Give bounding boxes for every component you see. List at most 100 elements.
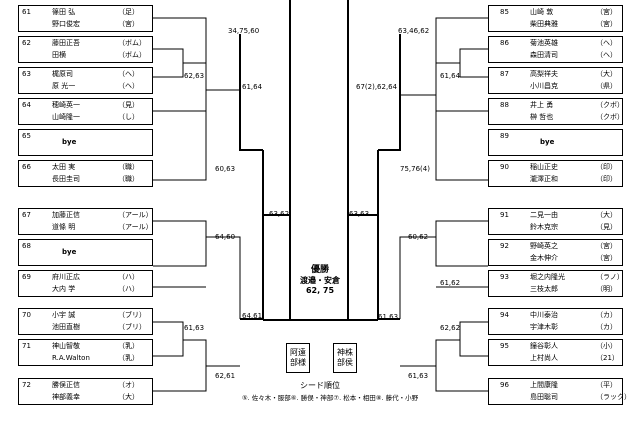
winner-score: 62, 75 [305,286,335,295]
player-affiliation: （ヘ） [596,51,617,59]
player-name: 野崎英之 [530,242,558,250]
score: 63,62 [269,210,290,218]
player-name: 加藤正信 [52,211,80,219]
player-name: 三枝太郎 [530,285,558,293]
entry-box [18,129,153,156]
finalist-box: 阿遠部様 [286,343,310,373]
player-name: 宇津木彰 [530,323,558,331]
entry-box [488,160,623,187]
entry-box [488,208,623,235]
entry-box [18,5,153,32]
player-name: 梶原司 [52,70,73,78]
entry-box [488,308,623,335]
player-affiliation: （クボ） [596,113,624,121]
player-affiliation: （アール） [118,223,153,231]
seed-number: 88 [500,101,509,109]
seed-number: 85 [500,8,509,16]
seed-number: 64 [22,101,31,109]
player-affiliation: （カ） [596,311,617,319]
player-name: 稲山正史 [530,163,558,171]
player-affiliation: （職） [118,175,139,183]
score: 63,63 [349,210,370,218]
bye-label: bye [540,138,555,146]
seed-number: 62 [22,39,31,47]
entry-box [488,129,623,156]
player-name: 篠田 弘 [52,8,76,16]
player-affiliation: （宮） [596,254,617,262]
player-affiliation: （し） [118,113,139,121]
player-name: 太田 実 [52,163,76,171]
score: 62,63 [184,72,205,80]
player-affiliation: （平） [596,381,617,389]
score: 61,64 [242,83,263,91]
player-affiliation: （ブリ） [118,311,146,319]
player-affiliation: （宮） [596,8,617,16]
player-affiliation: （オ） [118,381,139,389]
entry-box [488,378,623,405]
player-name: 上間康隆 [530,381,558,389]
seed-number: 91 [500,211,509,219]
entry-box [18,270,153,297]
player-affiliation: （職） [118,163,139,171]
seed-title: シード順位 [300,381,340,390]
player-name: 菊池英雄 [530,39,558,47]
player-affiliation: （宮） [118,20,139,28]
entry-box [488,98,623,125]
player-name: 池田直樹 [52,323,80,331]
player-affiliation: （ボム） [118,39,146,47]
seed-number: 67 [22,211,31,219]
seed-number: 96 [500,381,509,389]
seed-number: 65 [22,132,31,140]
player-name: 瀧澤正和 [530,175,558,183]
score: 61,62 [440,279,461,287]
score: 75,76(4) [400,165,430,173]
player-affiliation: （ヘ） [118,70,139,78]
player-affiliation: （宮） [596,242,617,250]
player-name: 山崎隆一 [52,113,80,121]
bye-label: bye [62,138,77,146]
player-name: 高梨祥夫 [530,70,558,78]
player-name: 神部義幸 [52,393,80,401]
player-name: 金木伸介 [530,254,558,262]
player-affiliation: （21） [596,354,619,362]
entry-box [18,308,153,335]
entry-box [18,98,153,125]
seed-number: 63 [22,70,31,78]
player-affiliation: （大） [118,393,139,401]
player-name: 穂崎英一 [52,101,80,109]
player-name: 島田聡司 [530,393,558,401]
entry-box [18,208,153,235]
player-affiliation: （ブリ） [118,323,146,331]
player-name: 堀之内隆光 [530,273,565,281]
player-affiliation: （宮） [596,20,617,28]
player-name: 柴田典雅 [530,20,558,28]
player-affiliation: （ラック） [596,393,631,401]
player-name: 鈴木克宗 [530,223,558,231]
finalist-box: 神株部侯 [333,343,357,373]
player-affiliation: （カ） [596,323,617,331]
player-affiliation: （印） [596,163,617,171]
player-affiliation: （ヘ） [118,82,139,90]
player-name: 榊 哲也 [530,113,554,121]
entry-box [488,36,623,63]
entry-box [488,239,623,266]
seed-number: 66 [22,163,31,171]
seed-number: 70 [22,311,31,319]
player-name: 長田圭司 [52,175,80,183]
player-name: 山崎 敦 [530,8,554,16]
player-affiliation: （ヘ） [596,39,617,47]
player-affiliation: （大） [596,211,617,219]
player-affiliation: （乳） [118,354,139,362]
player-name: 上村尚人 [530,354,558,362]
player-name: 小宇 誠 [52,311,76,319]
entry-box [488,5,623,32]
score: 67(2),62,64 [356,83,398,91]
bye-label: bye [62,248,77,256]
winner-label: 優勝 [310,265,329,275]
entry-box [488,270,623,297]
seed-number: 87 [500,70,509,78]
seed-number: 92 [500,242,509,250]
score: 61,64 [440,72,461,80]
player-affiliation: （ハ） [118,285,139,293]
